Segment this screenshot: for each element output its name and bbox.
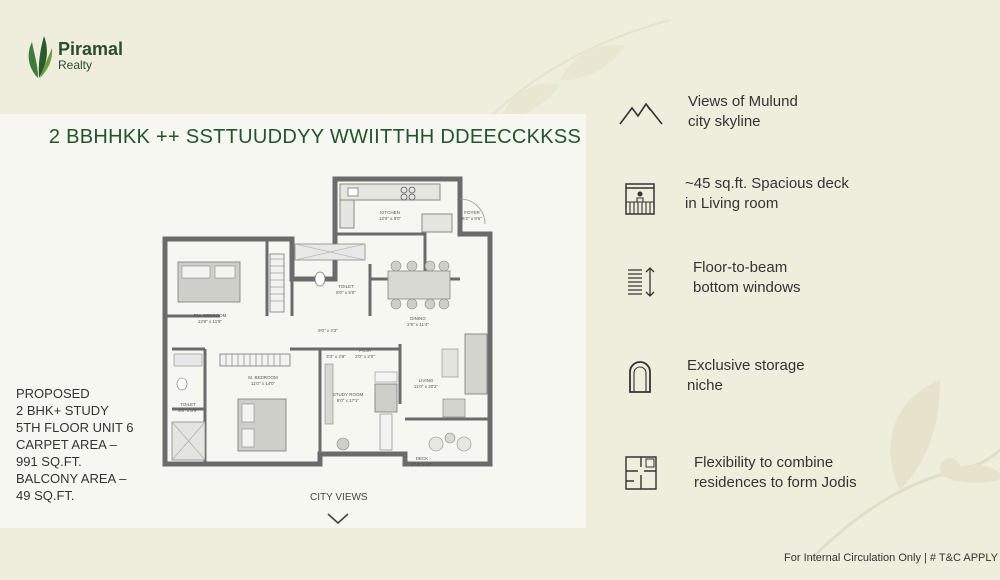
- unit-detail-line: 5TH FLOOR UNIT 6: [16, 420, 134, 435]
- label-dining-dim: 2'9" x 11'4": [407, 322, 429, 327]
- window-icon: [628, 267, 655, 297]
- feature-line: niche: [687, 377, 723, 394]
- feature-line: Flexibility to combine: [694, 454, 834, 471]
- feature-line: Floor-to-beam: [693, 259, 788, 276]
- footer-disclaimer: For Internal Circulation Only | # T&C AP…: [784, 552, 998, 564]
- feature-line: Exclusive storage: [687, 357, 805, 374]
- arch-icon: [629, 361, 651, 393]
- label-living-dim: 11'0" x 20'2": [414, 384, 439, 389]
- chevron-down-icon: [327, 513, 349, 525]
- floor-plan-drawing: KITCHEN 13'0" x 8'0" FOYER 6'2" x 9'6" T…: [162, 176, 493, 467]
- label-toilet-2: TOILET: [180, 402, 196, 407]
- hummingbird-watermark-icon: [808, 380, 1000, 562]
- plan-title: 2 BBHHKK ++ SSTTUUDDYY WWIITTHH DDEECCKK…: [48, 126, 582, 148]
- label-dm-bedroom-dim: 13'8" x 11'8": [198, 319, 223, 324]
- unit-detail-line: BALCONY AREA –: [16, 471, 127, 486]
- label-toilet-2-dim: 5'8" x 8'0": [178, 408, 198, 413]
- label-deck-dim: 9'10" x 5'0": [411, 462, 434, 467]
- label-toilet-1-dim: 8'0" x 5'0": [336, 290, 356, 295]
- label-m-bedroom-dim: 11'0" x 14'0": [251, 381, 276, 386]
- brand-logo: Piramal Realty: [24, 32, 123, 80]
- unit-detail-line: 991 SQ.FT.: [16, 454, 82, 469]
- brand-name: Piramal: [58, 39, 124, 60]
- unit-detail-line: 49 SQ.FT.: [16, 488, 75, 503]
- label-dm-bedroom: DM. BEDROOM: [194, 313, 227, 318]
- floor-plan-panel: 2 BBHHKK ++ SSTTUUDDYY WWIITTHH DDEECCKK…: [0, 114, 586, 528]
- feature-line: city skyline: [688, 113, 761, 130]
- label-study-dim: 6'0" x 17'1": [337, 398, 360, 403]
- mountain-icon: [619, 102, 663, 125]
- balcony-icon: [625, 183, 655, 215]
- feature-line: Views of Mulund: [688, 93, 798, 110]
- piramal-leaf-icon: [28, 36, 53, 78]
- label-kitchen-dim: 13'0" x 8'0": [379, 216, 402, 221]
- label-living: LIVING: [419, 378, 434, 383]
- feature-line: in Living room: [685, 195, 779, 212]
- label-puja: PUJA: [359, 348, 371, 353]
- label-toilet-1: TOILET: [338, 284, 354, 289]
- unit-detail-line: PROPOSED: [16, 386, 90, 401]
- unit-detail-line: CARPET AREA –: [16, 437, 117, 452]
- city-views-label: CITY VIEWS: [310, 492, 368, 503]
- label-passage-dim: 9'0" x 3'3": [318, 328, 338, 333]
- label-m-bedroom: M. BEDROOM: [248, 375, 278, 380]
- label-foyer: FOYER: [464, 210, 480, 215]
- label-deck: DECK: [416, 456, 429, 461]
- label-store-dim: 3'3" x 2'8": [326, 354, 346, 359]
- feature-line: residences to form Jodis: [694, 474, 857, 491]
- label-dining: DINING: [410, 316, 426, 321]
- unit-detail-line: 2 BHK+ STUDY: [16, 403, 109, 418]
- label-kitchen: KITCHEN: [380, 210, 400, 215]
- label-foyer-dim: 6'2" x 9'6": [462, 216, 482, 221]
- floorplan-icon: [625, 456, 657, 490]
- brand-subtitle: Realty: [58, 58, 93, 73]
- label-study: STUDY ROOM: [333, 392, 364, 397]
- feature-line: ~45 sq.ft. Spacious deck: [685, 175, 849, 192]
- label-puja-dim: 2'0" x 2'0": [355, 354, 375, 359]
- feature-line: bottom windows: [693, 279, 801, 296]
- unit-details: PROPOSED 2 BHK+ STUDY 5TH FLOOR UNIT 6 C…: [16, 385, 134, 504]
